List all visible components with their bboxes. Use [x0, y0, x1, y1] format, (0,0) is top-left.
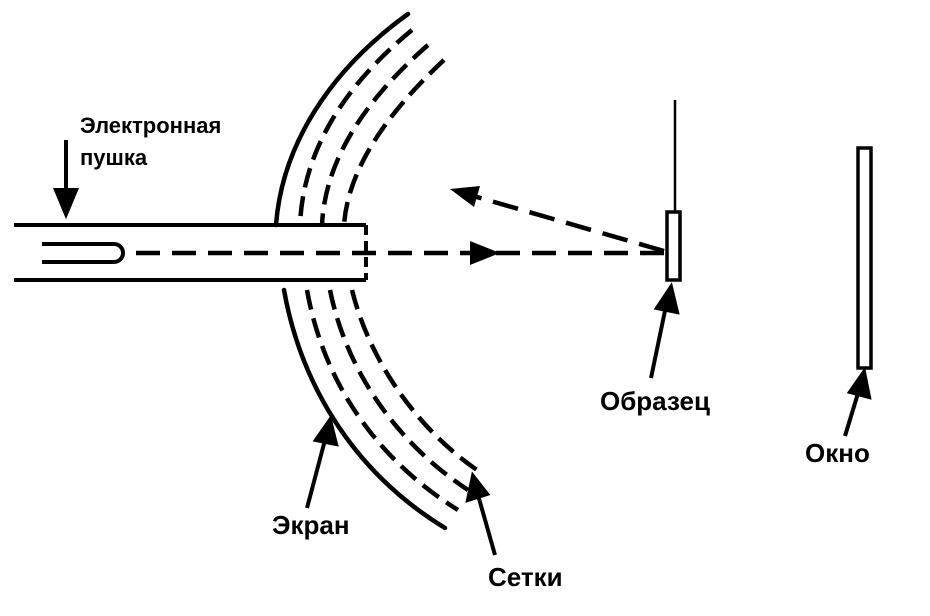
gun-filament — [42, 242, 125, 264]
window-label: Окно — [805, 438, 870, 468]
electron-gun-label: Электронная пушка — [80, 110, 221, 174]
grid-arc-2 — [319, 43, 430, 226]
grids-label: Сетки — [488, 562, 563, 592]
grids-arrow-icon — [476, 494, 497, 556]
grid-arc-3 — [341, 58, 446, 226]
reflected-beam-arrowhead-icon — [450, 186, 480, 207]
grids-arrowhead-icon — [465, 471, 491, 503]
window-arrowhead-icon — [846, 367, 872, 400]
incident-beam-arrowhead-icon — [470, 241, 500, 265]
screen-arrowhead-icon — [312, 415, 339, 447]
sample-arrow-icon — [649, 305, 668, 379]
grid-arc-1 — [297, 28, 414, 226]
grid-arc-2-lower — [327, 289, 470, 492]
electron-gun-label-line1: Электронная — [80, 113, 222, 138]
window-arrow-icon — [843, 389, 861, 437]
screen-arrow-icon — [305, 439, 327, 509]
reflected-beam — [469, 192, 665, 254]
grid-arc-1-lower — [304, 289, 460, 512]
sample-label: Образец — [600, 386, 710, 416]
grid-arc-3-lower — [349, 289, 479, 472]
sample-arrowhead-icon — [653, 282, 680, 315]
screen-arc — [273, 11, 448, 531]
sample — [665, 210, 682, 282]
pointer-arrows — [53, 140, 872, 556]
gun-arrowhead-icon — [53, 188, 79, 220]
screen-label: Экран — [272, 510, 350, 540]
electron-gun-label-line2: пушка — [80, 145, 148, 170]
grids-arcs — [297, 28, 479, 512]
electron-gun-tube — [14, 223, 368, 282]
window — [856, 146, 873, 370]
